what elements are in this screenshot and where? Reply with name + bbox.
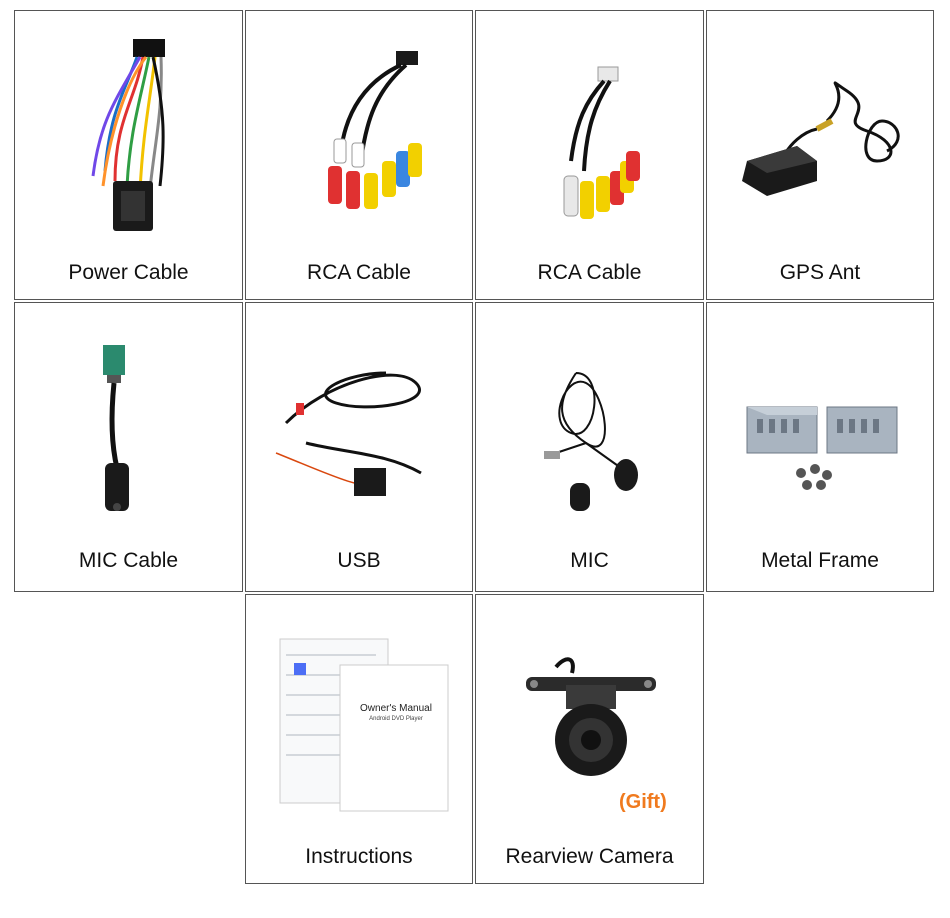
item-label: RCA Cable xyxy=(537,261,642,284)
mic-cable-icon xyxy=(103,345,129,511)
item-label: Instructions xyxy=(305,845,413,868)
item-card-gps-antenna[interactable]: GPS Ant xyxy=(706,10,934,300)
item-card-metal-frame[interactable]: Metal Frame xyxy=(706,302,934,592)
rca-cable-icon xyxy=(328,51,422,209)
usb-cable-icon xyxy=(275,371,422,496)
item-card-power-cable[interactable]: Power Cable xyxy=(14,10,243,300)
manual-subtitle: Android DVD Player xyxy=(369,716,423,722)
rearview-camera-icon xyxy=(526,657,656,776)
gift-badge: (Gift) xyxy=(619,791,667,813)
manual-icon xyxy=(279,638,449,812)
item-label: Power Cable xyxy=(68,261,189,284)
item-label: MIC Cable xyxy=(78,549,179,572)
item-card-rca-cable-1[interactable]: RCA Cable xyxy=(245,10,473,300)
item-label: USB xyxy=(337,549,381,572)
item-label: RCA Cable xyxy=(307,261,411,284)
item-label: Metal Frame xyxy=(761,549,879,572)
item-card-usb[interactable]: USB xyxy=(245,302,473,592)
item-card-mic-cable[interactable]: MIC Cable xyxy=(14,302,243,592)
item-label: GPS Ant xyxy=(779,261,861,284)
item-card-instructions[interactable]: Owner's Manual Android DVD Player Instru… xyxy=(245,594,473,884)
gps-antenna-icon xyxy=(742,81,900,196)
power-cable-icon xyxy=(91,39,165,231)
manual-title: Owner's Manual xyxy=(360,703,432,714)
item-card-rca-cable-2[interactable]: RCA Cable xyxy=(475,10,704,300)
rca-cable-icon xyxy=(563,66,640,219)
item-card-mic[interactable]: MIC xyxy=(475,302,704,592)
metal-frame-icon xyxy=(746,406,898,490)
item-label: MIC xyxy=(570,549,609,572)
item-label: Rearview Camera xyxy=(505,845,674,868)
microphone-icon xyxy=(544,372,638,511)
item-card-rearview-camera[interactable]: (Gift) Rearview Camera xyxy=(475,594,704,884)
